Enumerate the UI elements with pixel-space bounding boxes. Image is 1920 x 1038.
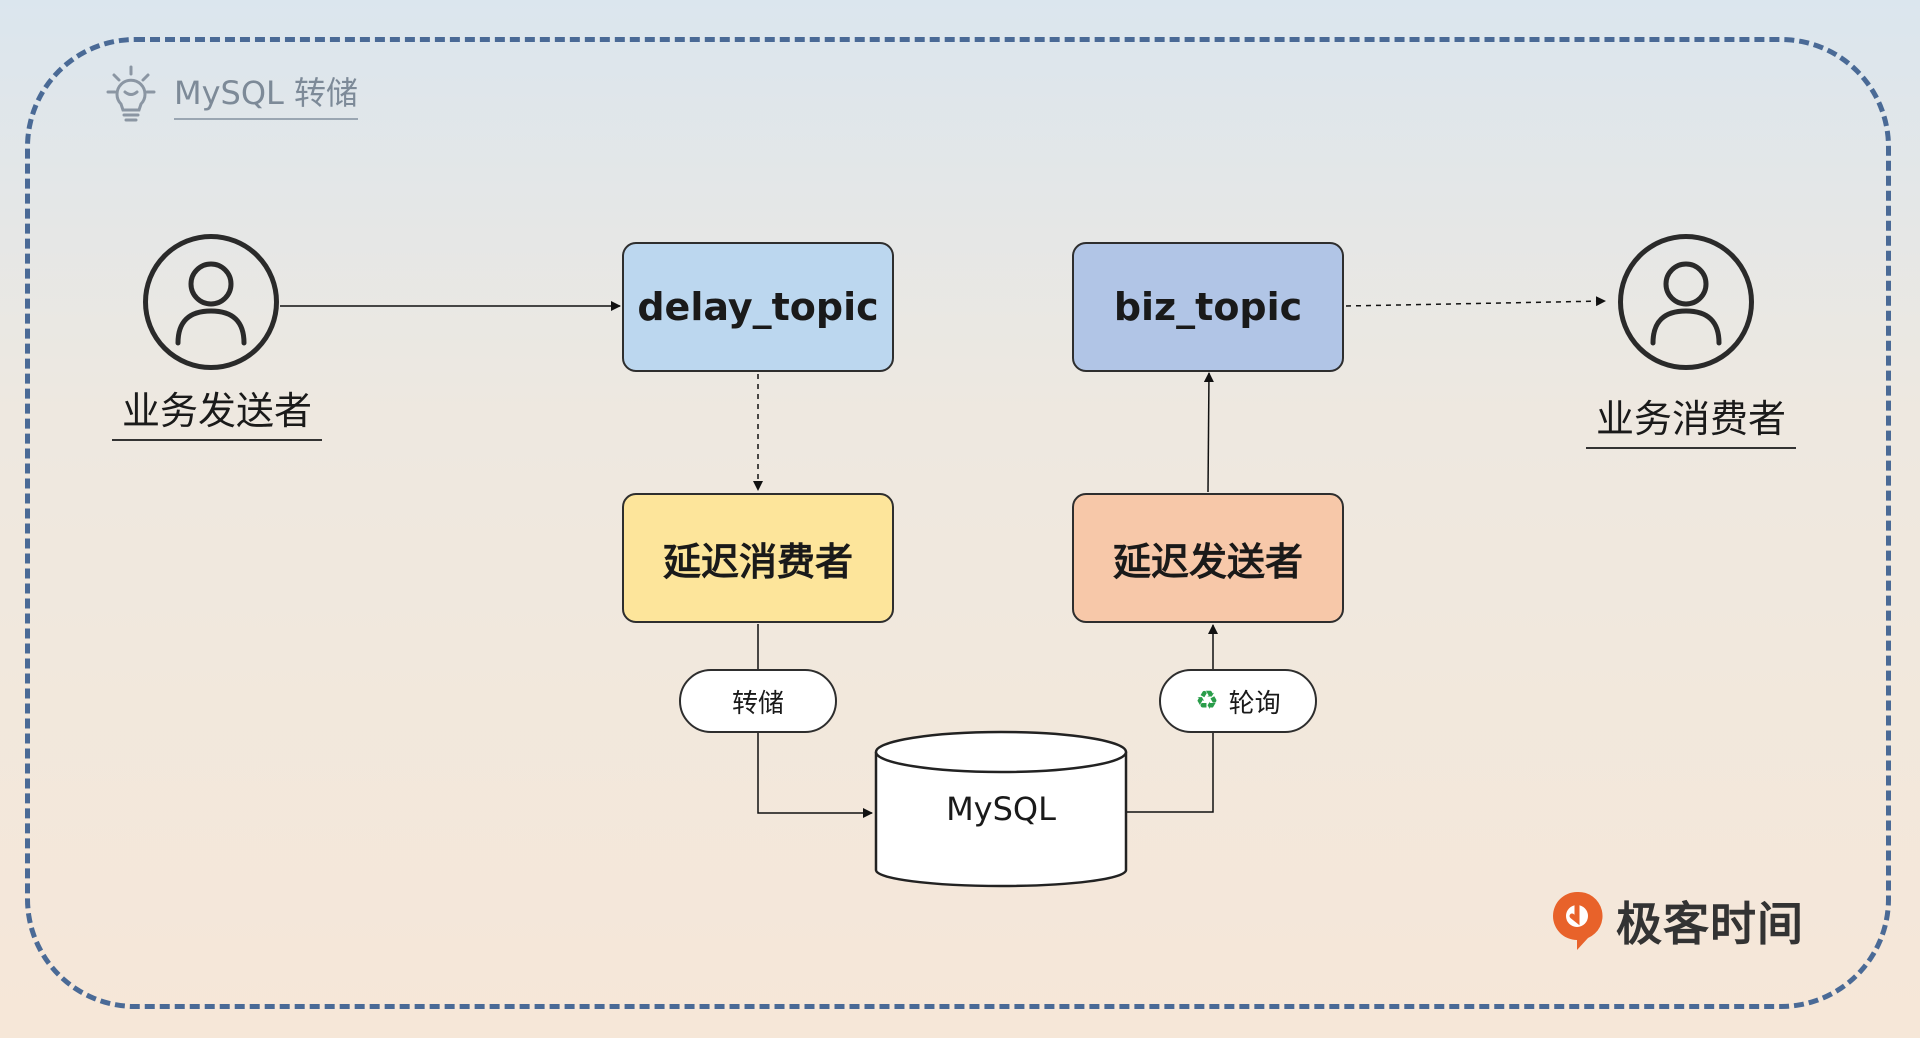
- sender-actor: [143, 234, 279, 370]
- edge-sender-to-biz-topic: [1203, 372, 1214, 493]
- sender-label: 业务发送者: [112, 380, 323, 441]
- logo-text: 极客时间: [1616, 897, 1804, 951]
- delay-consumer-node: 延迟消费者: [622, 493, 894, 623]
- recycle-icon: ♻: [1195, 686, 1219, 716]
- dashed-frame: [25, 37, 1891, 1009]
- edge-biz-topic-to-consumer: [1345, 296, 1606, 307]
- dump-label: 转储: [679, 669, 837, 733]
- delay-topic-node: delay_topic: [622, 242, 894, 372]
- geek-time-logo: 极客时间: [1548, 888, 1804, 954]
- geek-time-logo-icon: [1553, 891, 1603, 950]
- diagram-heading: MySQL 转储: [100, 64, 359, 130]
- biz-topic-node: biz_topic: [1072, 242, 1344, 372]
- delay-sender-node: 延迟发送者: [1072, 493, 1344, 623]
- user-icon: [175, 261, 247, 346]
- dump-label-text: 转储: [731, 688, 784, 719]
- mysql-label: MySQL: [946, 790, 1056, 828]
- consumer-label: 业务消费者: [1586, 388, 1797, 449]
- poll-label: ♻ 轮询: [1159, 669, 1317, 733]
- mysql-cylinder: [874, 730, 1128, 888]
- user-icon: [1650, 261, 1722, 346]
- heading-title: MySQL 转储: [174, 74, 359, 121]
- consumer-actor: [1618, 234, 1754, 370]
- poll-label-text: 轮询: [1228, 688, 1281, 719]
- lightbulb-icon: [100, 64, 162, 130]
